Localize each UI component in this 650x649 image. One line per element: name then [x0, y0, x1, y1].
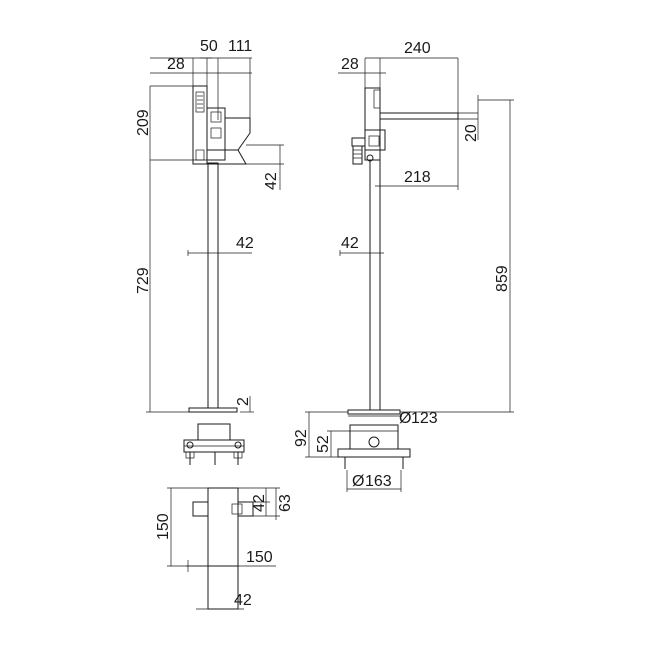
dim-box-92: 92 — [293, 429, 310, 447]
diameter-symbol-163: Ø — [352, 473, 364, 490]
dimension-labels: 50 111 28 209 42 42 729 2 28 240 20 218 … — [135, 38, 511, 609]
dim-pipe-42-right: 42 — [341, 235, 359, 252]
diameter-symbol-123: Ø — [399, 410, 411, 427]
right-base-plate — [347, 409, 401, 415]
dim-plan-42: 42 — [251, 494, 268, 512]
dim-side-209: 209 — [135, 109, 152, 136]
plan-body — [207, 487, 239, 567]
right-install-box — [305, 411, 411, 492]
left-pipe — [207, 162, 219, 409]
dim-top-240: 240 — [404, 40, 431, 57]
dim-plan-42-bottom: 42 — [234, 592, 252, 609]
dim-dia-163: 163 — [365, 473, 392, 490]
left-install-box — [183, 423, 245, 465]
dim-top-28-right: 28 — [341, 56, 359, 73]
dim-plan-63: 63 — [277, 494, 294, 512]
dim-side-42-head: 42 — [263, 172, 280, 190]
hand-shower — [192, 85, 208, 165]
dim-box-52: 52 — [315, 435, 332, 453]
dim-top-28-left: 28 — [167, 56, 185, 73]
dim-spout-218: 218 — [404, 169, 431, 186]
dim-top-111: 111 — [228, 38, 252, 55]
hand-shower-head — [195, 91, 205, 113]
right-elevation — [338, 57, 514, 415]
dim-pipe-42-left: 42 — [236, 235, 254, 252]
dim-side-859: 859 — [494, 265, 511, 292]
left-lever — [224, 117, 251, 151]
dim-top-50: 50 — [200, 38, 218, 55]
hose-connection — [351, 137, 366, 147]
right-pipe — [369, 159, 381, 411]
dim-plan-150-v: 150 — [155, 513, 172, 540]
right-lever-box — [364, 129, 386, 151]
dim-dia-123: 123 — [411, 410, 438, 427]
dim-plan-150-h: 150 — [246, 549, 273, 566]
dim-side-729: 729 — [135, 267, 152, 294]
left-mixer-body — [206, 107, 226, 161]
right-spout — [379, 112, 459, 120]
dim-base-2: 2 — [235, 397, 252, 406]
right-mixer-body — [364, 87, 381, 161]
dim-spout-20: 20 — [463, 124, 480, 142]
plan-view — [167, 487, 280, 610]
left-base-plate — [188, 407, 238, 413]
left-elevation — [146, 57, 284, 413]
left-spout — [206, 149, 247, 165]
